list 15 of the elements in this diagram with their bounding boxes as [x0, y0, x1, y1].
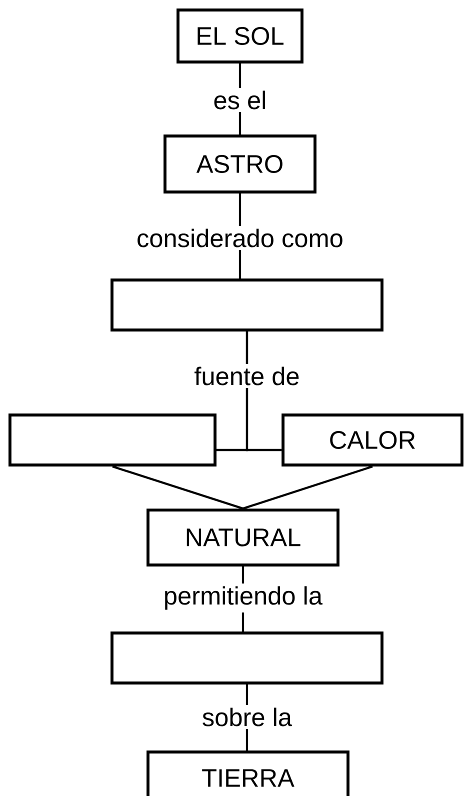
connector-line: [242, 465, 373, 510]
empty-box: [8, 414, 216, 466]
edge-label: considerado como: [134, 226, 346, 250]
edge-label: fuente de: [192, 364, 302, 388]
connector-line: [112, 465, 244, 510]
concept-box: CALOR: [282, 414, 464, 466]
empty-box: [110, 278, 384, 332]
edge-label: sobre la: [199, 705, 295, 729]
concept-box: ASTRO: [164, 134, 316, 194]
edge-label: es el: [210, 88, 270, 112]
edge-label: permitiendo la: [160, 584, 326, 612]
concept-box: NATURAL: [146, 508, 340, 566]
concept-box: EL SOL: [176, 8, 304, 64]
concept-box: TIERRA: [146, 750, 350, 796]
empty-box: [110, 632, 384, 684]
